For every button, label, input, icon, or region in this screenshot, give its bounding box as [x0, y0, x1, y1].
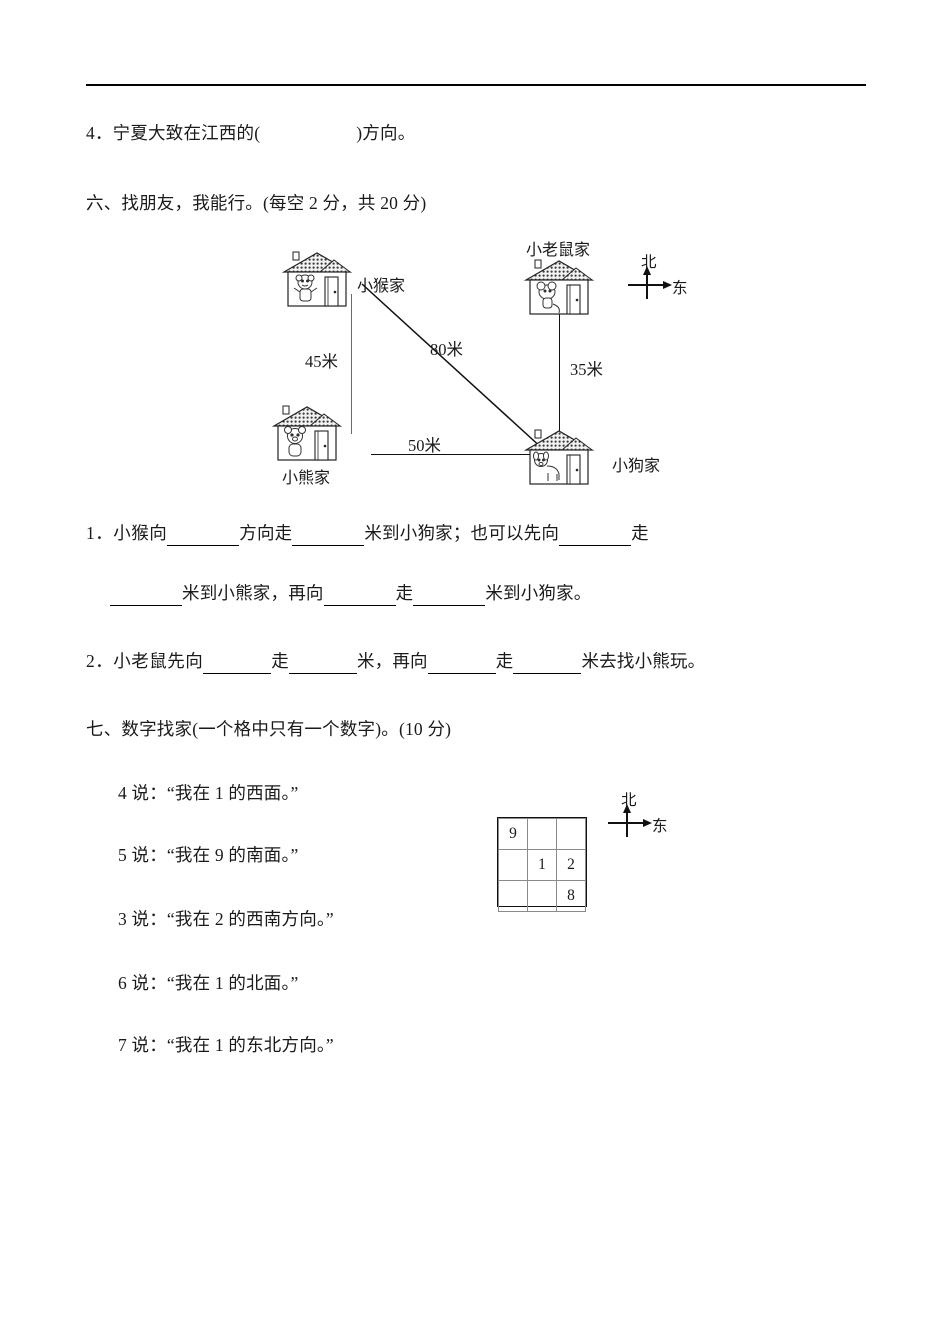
- q2-part-4: 走: [495, 651, 514, 671]
- house-distance-diagram: 小猴家 小老鼠家: [250, 232, 710, 492]
- distance-monkey-dog: 80米: [430, 340, 463, 359]
- house-monkey: [280, 250, 354, 308]
- house-monkey-label: 小猴家: [357, 278, 406, 295]
- number-grid[interactable]: 9 1 2 8: [497, 817, 587, 912]
- grid-cell-r1c3[interactable]: [556, 818, 586, 850]
- distance-bear-dog: 50米: [408, 436, 441, 455]
- q2-blank-3[interactable]: [427, 655, 496, 675]
- house-mouse: [522, 258, 596, 316]
- section-seven-heading: 七、数字找家(一个格中只有一个数字)。(10 分): [86, 719, 452, 739]
- table-row: 1 2: [498, 849, 586, 881]
- q1-blank-5[interactable]: [323, 587, 396, 607]
- question-4-prefix: 4．宁夏大致在江西的(: [86, 123, 261, 143]
- distance-monkey-bear: 45米: [305, 352, 338, 371]
- section-six-question-1-line-1: 1．小猴向 方向走 米到小狗家；也可以先向 走: [86, 520, 649, 547]
- q2-blank-4[interactable]: [513, 655, 582, 675]
- compass-north-label-grid: 北: [621, 792, 637, 809]
- section-six-question-1-line-2: 米到小熊家，再向 走 米到小狗家。: [110, 580, 592, 607]
- grid-cell-r1c1[interactable]: 9: [498, 818, 528, 850]
- house-mouse-label: 小老鼠家: [526, 242, 591, 259]
- grid-cell-r2c1[interactable]: [498, 849, 528, 881]
- compass-north-label: 北: [641, 254, 657, 271]
- table-row: 8: [498, 880, 586, 912]
- q1-part-3: 米到小狗家；也可以先向: [364, 523, 560, 543]
- compass-axes-icon: [628, 266, 672, 299]
- q1-part-1: 1．小猴向: [86, 523, 168, 543]
- compass-axes-icon-grid: [608, 804, 652, 837]
- statement-3: 3 说：“我在 2 的西南方向。”: [118, 909, 334, 929]
- grid-cell-r3c2[interactable]: [527, 880, 557, 912]
- compass-east-label-grid: 东: [652, 818, 668, 835]
- q1-blank-1[interactable]: [167, 527, 240, 547]
- q1-line2-part-1: 米到小熊家，再向: [182, 583, 324, 603]
- grid-cell-r3c3[interactable]: 8: [556, 880, 586, 912]
- q1-part-4: 走: [631, 523, 649, 543]
- q1-line2-part-3: 米到小狗家。: [485, 583, 592, 603]
- monkey-dog-diagonal: [361, 283, 545, 451]
- section-six-question-2: 2．小老鼠先向 走 米，再向 走 米去找小熊玩。: [86, 648, 706, 675]
- table-row: 9: [498, 818, 586, 850]
- grid-cell-r3c1[interactable]: [498, 880, 528, 912]
- q1-blank-6[interactable]: [413, 587, 486, 607]
- q2-blank-1[interactable]: [203, 655, 272, 675]
- grid-cell-r1c2[interactable]: [527, 818, 557, 850]
- q2-part-1: 2．小老鼠先向: [86, 651, 204, 671]
- grid-cell-r2c3[interactable]: 2: [556, 849, 586, 881]
- distance-mouse-dog: 35米: [570, 360, 603, 379]
- q2-part-3: 米，再向: [356, 651, 428, 671]
- q1-blank-2[interactable]: [292, 527, 365, 547]
- q1-blank-3[interactable]: [559, 527, 632, 547]
- statement-4: 4 说：“我在 1 的西面。”: [118, 783, 299, 803]
- question-4-suffix: )方向。: [356, 123, 416, 143]
- q1-blank-4[interactable]: [110, 587, 182, 607]
- house-dog-label: 小狗家: [612, 458, 661, 475]
- compass-east-label: 东: [672, 280, 688, 297]
- house-dog: [522, 428, 596, 486]
- house-bear-label: 小熊家: [282, 470, 331, 487]
- bear-dog-connector: [371, 454, 531, 455]
- statement-7: 7 说：“我在 1 的东北方向。”: [118, 1035, 334, 1055]
- q2-part-2: 走: [271, 651, 289, 671]
- q1-line2-part-2: 走: [395, 583, 414, 603]
- monkey-bear-connector: [351, 294, 352, 434]
- section-six-heading: 六、找朋友，我能行。(每空 2 分，共 20 分): [86, 193, 427, 213]
- statement-6: 6 说：“我在 1 的北面。”: [118, 973, 299, 993]
- grid-cell-r2c2[interactable]: 1: [527, 849, 557, 881]
- house-bear: [270, 404, 344, 462]
- statement-5: 5 说：“我在 9 的南面。”: [118, 845, 299, 865]
- header-divider: [86, 84, 866, 86]
- mouse-dog-connector: [559, 294, 560, 434]
- q2-blank-2[interactable]: [288, 655, 357, 675]
- q2-part-5: 米去找小熊玩。: [581, 651, 706, 671]
- compass-rose-grid: 北 东: [600, 790, 674, 846]
- question-4: 4．宁夏大致在江西的( )方向。: [86, 120, 415, 146]
- q1-part-2: 方向走: [239, 523, 293, 543]
- compass-rose-diagram: 北 东: [620, 252, 694, 308]
